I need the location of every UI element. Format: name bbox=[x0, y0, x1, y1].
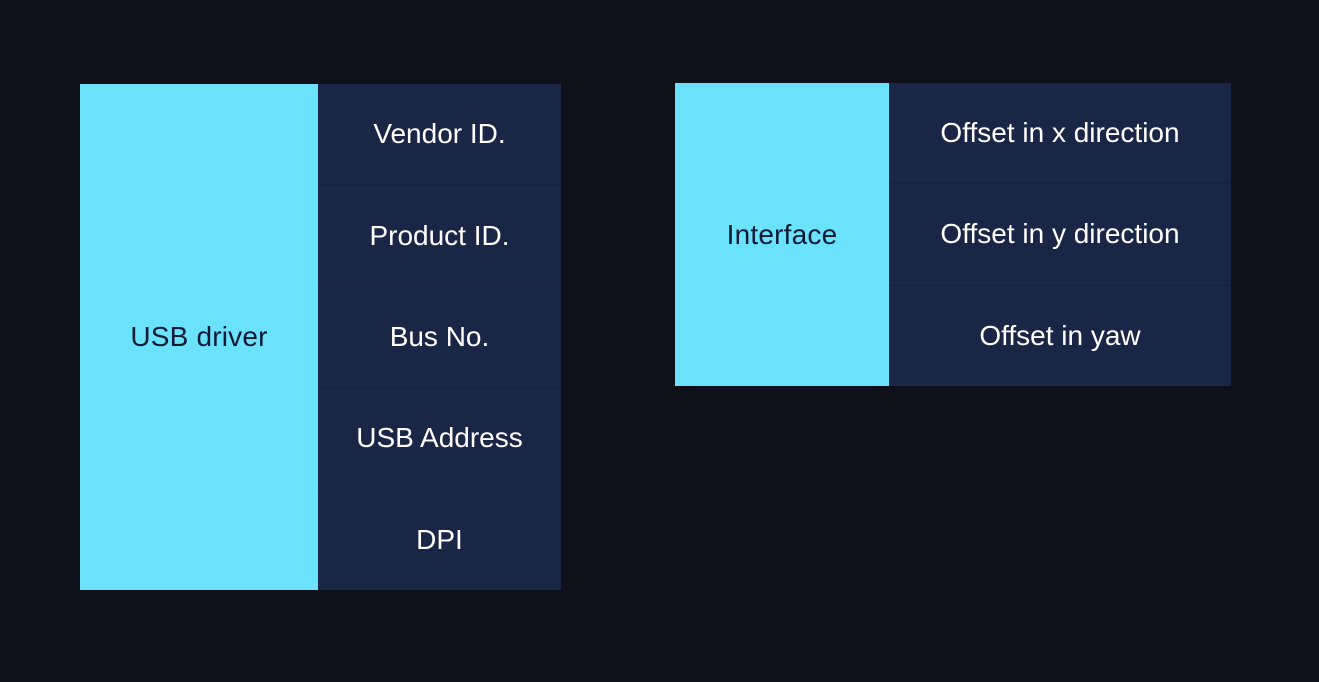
vendor-id-item: Vendor ID. bbox=[318, 84, 561, 185]
product-id-item: Product ID. bbox=[318, 184, 561, 286]
usb-driver-items: Vendor ID. Product ID. Bus No. USB Addre… bbox=[318, 84, 561, 591]
offset-x-item: Offset in x direction bbox=[889, 83, 1231, 184]
bus-no-item: Bus No. bbox=[318, 285, 561, 388]
interface-items: Offset in x direction Offset in y direct… bbox=[889, 83, 1231, 386]
usb-address-item: USB Address bbox=[318, 387, 561, 489]
offset-y-item: Offset in y direction bbox=[889, 183, 1231, 285]
usb-driver-label: USB driver bbox=[80, 84, 318, 590]
offset-yaw-item: Offset in yaw bbox=[889, 284, 1231, 386]
interface-label: Interface bbox=[675, 83, 889, 386]
usb-driver-block: USB driver Vendor ID. Product ID. Bus No… bbox=[80, 84, 561, 591]
dpi-item: DPI bbox=[318, 488, 561, 591]
interface-block: Interface Offset in x direction Offset i… bbox=[675, 83, 1231, 386]
